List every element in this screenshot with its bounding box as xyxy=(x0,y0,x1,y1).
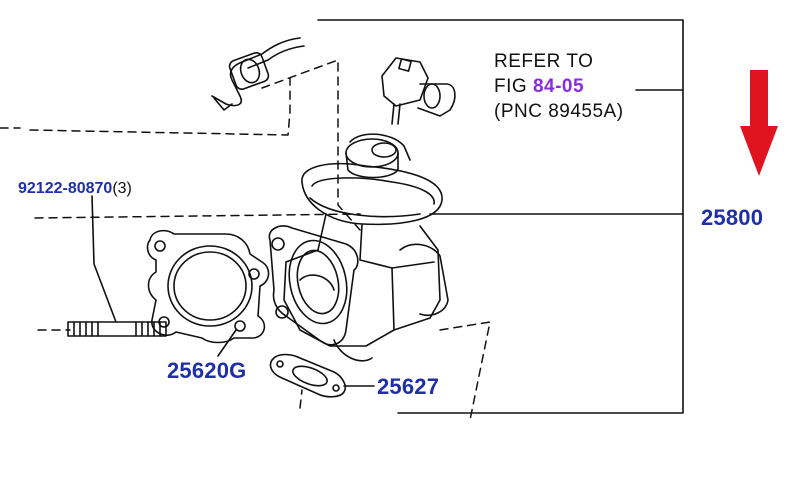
egr-valve-body xyxy=(268,133,449,362)
reference-note: REFER TO FIG 84-05 (PNC 89455A) xyxy=(494,51,624,121)
reference-line1: REFER TO xyxy=(494,51,594,72)
bolt-number[interactable]: 92122-80870 xyxy=(18,180,113,197)
down-arrow-icon xyxy=(740,70,778,176)
reference-fig-prefix: FIG xyxy=(494,76,533,97)
dashed-lines xyxy=(0,59,491,421)
reference-pnc: (PNC 89455A) xyxy=(494,101,624,122)
part-number-small-gasket[interactable]: 25627 xyxy=(377,374,440,399)
reference-fig-link[interactable]: 84-05 xyxy=(532,76,585,97)
part-number-large-gasket[interactable]: 25620G xyxy=(167,358,247,383)
bolt-leader-line xyxy=(91,195,117,323)
part-number-bolt[interactable]: 92122-80870(3) xyxy=(18,181,132,197)
small-gasket xyxy=(269,353,347,398)
stud-bolt xyxy=(67,321,167,337)
bolt-quantity: (3) xyxy=(112,180,132,197)
position-sensor xyxy=(381,57,456,125)
gasket-large-leader-line xyxy=(217,329,237,357)
large-gasket xyxy=(146,229,270,344)
vacuum-hose xyxy=(211,37,305,111)
reference-line2: FIG 84-05 xyxy=(494,77,624,96)
assembly-bracket-line xyxy=(317,19,684,414)
part-number-egr-valve[interactable]: 25800 xyxy=(701,205,764,230)
